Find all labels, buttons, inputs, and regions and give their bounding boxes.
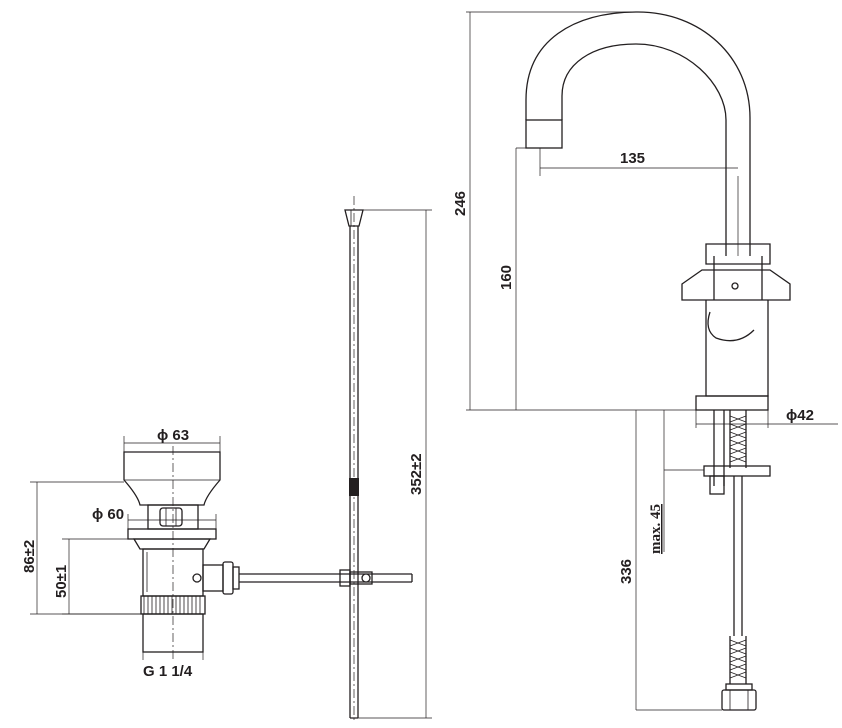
hose-length-label: 336 bbox=[618, 559, 635, 584]
lift-rod bbox=[344, 196, 364, 722]
rod-dimension-lines bbox=[358, 209, 432, 719]
braided-hose bbox=[721, 410, 757, 711]
base-diameter-label: ϕ42 bbox=[786, 407, 814, 424]
tap-dimension-lines bbox=[466, 11, 838, 711]
rod-grip-band bbox=[349, 478, 359, 496]
waste-body-height-label: 50±1 bbox=[53, 565, 70, 598]
waste-flange-diameter-label: ϕ 60 bbox=[92, 506, 124, 523]
waste-top-diameter-label: ϕ 63 bbox=[157, 427, 189, 444]
rod-length-label: 352±2 bbox=[408, 453, 425, 495]
waste-total-height-label: 86±2 bbox=[21, 540, 38, 573]
mixer-tap bbox=[525, 11, 791, 711]
tap-total-height-label: 246 bbox=[452, 191, 469, 216]
spout-outlet-height-label: 160 bbox=[498, 265, 515, 290]
waste-dimension-lines bbox=[30, 436, 221, 660]
pop-up-waste-assembly bbox=[123, 446, 413, 660]
waste-thread-label: G 1 1/4 bbox=[143, 663, 193, 680]
max-deck-thickness-label: max. 45 bbox=[648, 504, 664, 554]
spout-reach-label: 135 bbox=[620, 150, 645, 167]
